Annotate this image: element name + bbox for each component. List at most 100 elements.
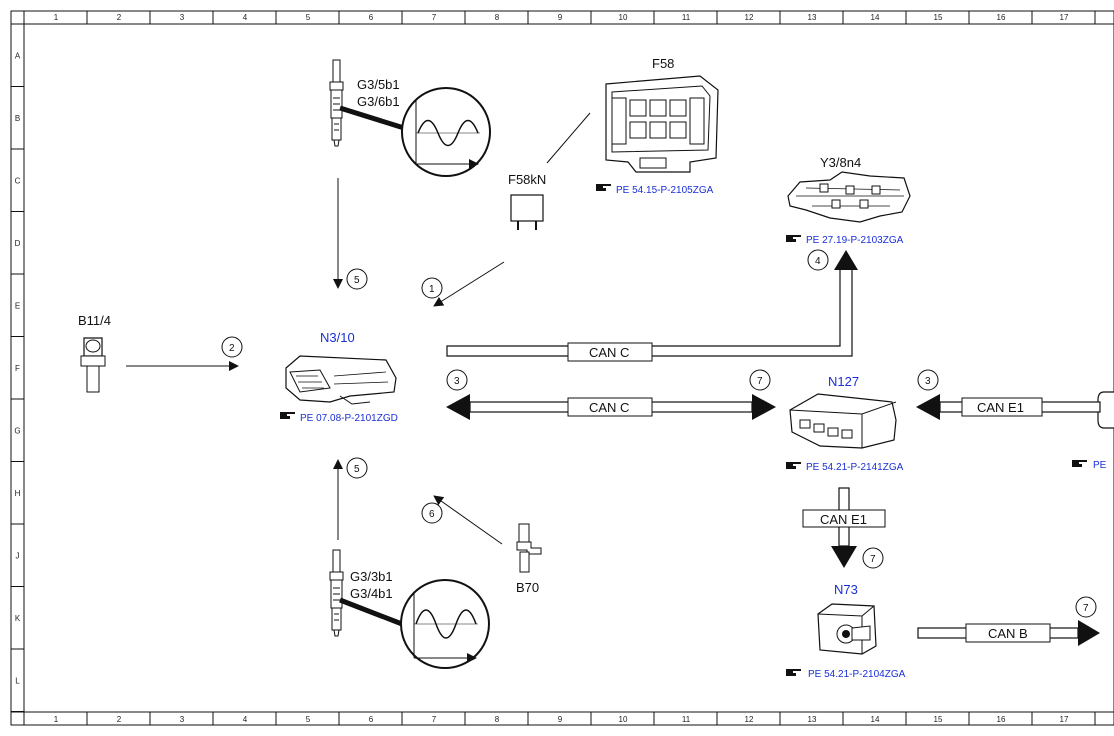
svg-text:1: 1 [429,284,435,295]
ruler-column-label: 3 [180,715,185,724]
ruler-column-label: 6 [369,715,374,724]
can-c-top-label-box [567,342,653,362]
svg-text:7: 7 [1083,603,1089,614]
ruler-row-label: F [15,364,20,373]
reference-hand-icon [596,184,611,191]
ruler-column-label: 13 [808,13,817,22]
can-e1-down-label: CAN E1 [820,512,867,527]
svg-text:7: 7 [870,554,876,565]
oxygen-sensor-top [329,59,491,177]
badge-5-bottom: 5 [346,457,368,479]
ruler-column-label: 13 [808,715,817,724]
ruler-column-label: 8 [495,715,500,724]
badges: 1 2 3 3 4 5 5 6 7 7 7 [221,249,1097,618]
can-c-mid-label: CAN C [589,400,629,415]
ruler-row-label: H [15,489,21,498]
badge-5-top: 5 [346,268,368,290]
relay-f58kn [510,194,544,230]
ref-n73[interactable]: PE 54.21-P-2104ZGA [808,669,906,680]
reference-hand-icon [1072,460,1087,467]
can-e1-right-label-box [961,397,1043,417]
badge-7-can-b: 7 [1075,596,1097,618]
can-c-top-label: CAN C [589,345,629,360]
ruler-column-label: 4 [243,715,248,724]
ruler-column-label: 7 [432,715,437,724]
ruler-column-label: 16 [997,13,1006,22]
ref-y3-8n4[interactable]: PE 27.19-P-2103ZGA [806,235,904,246]
badge-3-left: 3 [446,369,468,391]
ignition-switch-n73 [817,603,877,655]
label-b70: B70 [516,580,539,595]
ruler-column-label: 6 [369,13,374,22]
svg-text:3: 3 [454,376,460,387]
can-e1-right-label: CAN E1 [977,400,1024,415]
ref-edge[interactable]: PE [1093,460,1107,471]
can-c-mid-label-box [567,397,653,417]
ruler-column-label: 16 [997,715,1006,724]
ruler-row-label: E [15,301,20,310]
badge-2: 2 [221,336,243,358]
label-b11-4: B11/4 [78,313,111,328]
label-n73: N73 [834,582,858,597]
ruler-row-label: A [15,51,21,60]
reference-hand-icon [786,235,801,242]
label-f58: F58 [652,56,674,71]
ruler-row-label: B [15,114,20,123]
leader-line [546,112,591,164]
ref-f58[interactable]: PE 54.15-P-2105ZGA [616,185,714,196]
ruler-column-label: 9 [558,13,563,22]
reference-hand-icon [786,669,801,676]
svg-text:4: 4 [815,256,821,267]
label-g3-6b1: G3/6b1 [357,94,400,109]
label-n127: N127 [828,374,859,389]
svg-text:2: 2 [229,343,235,354]
svg-text:3: 3 [925,376,931,387]
ruler-column-label: 1 [54,13,59,22]
engine-control-unit-n3-10 [285,355,397,405]
ruler-frame: 1122334455667788991010111112121313141415… [10,10,1114,726]
badge-6: 6 [421,502,443,524]
ruler-column-label: 14 [871,715,880,724]
fuse-box-f58 [605,75,719,173]
badge-1: 1 [421,277,443,299]
svg-text:6: 6 [429,509,435,520]
ruler-row-label: D [15,239,21,248]
can-e1-bus-down [831,487,857,568]
ruler-column-label: 4 [243,13,248,22]
label-y3-8n4: Y3/8n4 [820,155,861,170]
reference-hand-icon [786,462,801,469]
ruler-column-label: 17 [1060,13,1069,22]
ruler-column-label: 5 [306,13,311,22]
ruler-row-label: G [14,426,20,435]
ref-n3-10[interactable]: PE 07.08-P-2101ZGD [300,413,398,424]
label-g3-5b1: G3/5b1 [357,77,400,92]
ruler-column-label: 15 [934,13,943,22]
ruler-column-label: 12 [745,13,754,22]
ruler-column-label: 11 [682,13,691,22]
can-b-label-box [965,623,1051,643]
ruler-column-label: 12 [745,715,754,724]
badge-3-right: 3 [917,369,939,391]
ruler-column-label: 8 [495,13,500,22]
ruler-column-label: 2 [117,715,122,724]
ref-n127[interactable]: PE 54.21-P-2141ZGA [806,462,904,473]
can-c-bus-top [446,250,858,357]
badge-4: 4 [807,249,829,271]
badge-7-can-c: 7 [749,369,771,391]
badge-7-can-e1: 7 [862,547,884,569]
ruler-column-label: 1 [54,715,59,724]
ruler-column-label: 7 [432,13,437,22]
svg-text:5: 5 [354,275,360,286]
ruler-row-label: J [16,551,20,560]
ruler-column-label: 10 [619,715,628,724]
label-g3-4b1: G3/4b1 [350,586,393,601]
ruler-row-label: K [15,614,21,623]
can-e1-down-label-box [802,509,886,528]
ruler-column-label: 5 [306,715,311,724]
oxygen-sensor-bottom [329,549,490,669]
reference-hand-icon [280,412,295,419]
ruler-column-label: 11 [682,715,691,724]
control-unit-n127 [789,393,897,449]
ruler-column-label: 15 [934,715,943,724]
